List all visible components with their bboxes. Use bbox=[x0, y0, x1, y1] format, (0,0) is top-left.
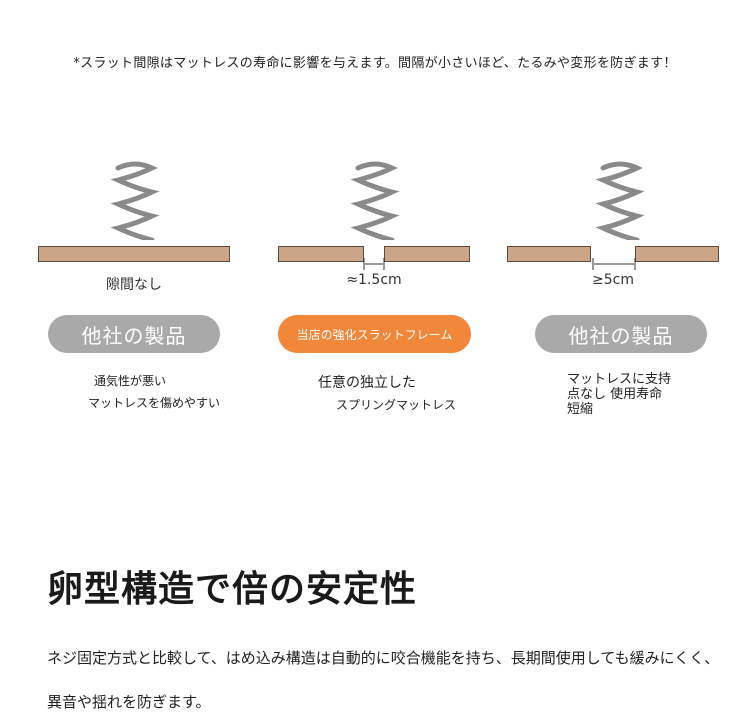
gap-label: ≈1.5cm bbox=[346, 272, 402, 288]
section-body: ネジ固定方式と比較して、はめ込み構造は自動的に咬合機能を持ち、長期間使用しても緩… bbox=[47, 649, 720, 711]
slat-gap-note: *スラット間隙はマットレスの寿命に影響を与えます。間隔が小さいほど、たるみや変形… bbox=[73, 56, 677, 71]
wood-slat bbox=[38, 246, 230, 262]
badge-our-product: 当店の強化スラットフレーム bbox=[278, 315, 471, 353]
section-heading: 卵型構造で倍の安定性 bbox=[47, 569, 418, 610]
coil-spring-icon bbox=[595, 161, 645, 240]
wood-slat-right bbox=[635, 246, 719, 262]
gap-arrow-icon bbox=[363, 258, 385, 270]
badge-other-product: 他社の製品 bbox=[535, 315, 707, 353]
description: 任意の独立した スプリングマットレス bbox=[318, 375, 457, 412]
coil-spring-icon bbox=[110, 161, 160, 240]
description: マットレスに支持 点なし 使用寿命 短縮 bbox=[567, 372, 672, 417]
gap-label: 隙間なし bbox=[106, 277, 162, 293]
gap-label: ≥5cm bbox=[592, 272, 634, 288]
badge-other-product: 他社の製品 bbox=[48, 315, 220, 353]
description: 通気性が悪い マットレスを傷めやすい bbox=[88, 374, 221, 410]
coil-spring-icon bbox=[350, 161, 400, 240]
gap-arrow-icon bbox=[592, 258, 636, 270]
wood-slat-left bbox=[278, 246, 364, 262]
wood-slat-right bbox=[384, 246, 470, 262]
wood-slat-left bbox=[507, 246, 591, 262]
